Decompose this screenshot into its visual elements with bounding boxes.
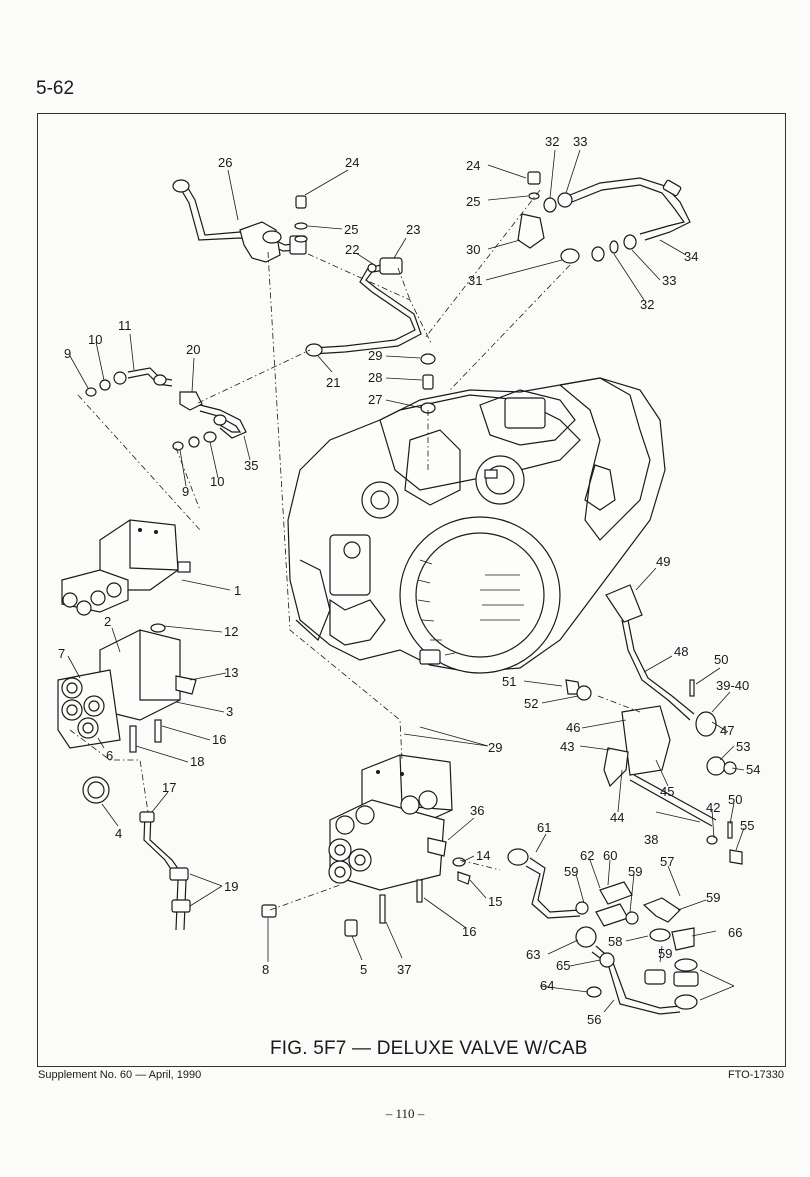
callout-27: 27 (368, 392, 382, 407)
callout-59: 60 (603, 848, 617, 863)
callout-20: 20 (186, 342, 200, 357)
callout-33: 33 (662, 273, 676, 288)
callout-5: 5 (360, 962, 367, 977)
callout-36: 36 (470, 803, 484, 818)
callout-30: 30 (466, 242, 480, 257)
callout-56: 57 (660, 854, 674, 869)
callout-11: 11 (118, 318, 132, 333)
callout-28: 28 (368, 370, 382, 385)
callout-13: 13 (224, 665, 238, 680)
callout-64: 65 (556, 958, 570, 973)
callout-24: 24 (345, 155, 359, 170)
callout-25: 25 (466, 194, 480, 209)
bolt-stack-27-29 (420, 353, 436, 414)
callout-16: 16 (462, 924, 476, 939)
callout-7: 7 (58, 646, 65, 661)
callout-43: 44 (610, 810, 624, 825)
figure-code: FTO-17330 (727, 1069, 784, 1081)
callout-6: 6 (106, 748, 113, 763)
callout-60: 61 (537, 820, 551, 835)
callout-58: 59 (658, 946, 672, 961)
callout-55: 56 (587, 1012, 601, 1027)
callout-63: 64 (540, 978, 554, 993)
page-number: 5-62 (36, 78, 75, 99)
callout-8: 8 (262, 962, 269, 977)
callout-42: 43 (560, 739, 574, 754)
callout-18: 18 (190, 754, 204, 769)
figure-frame (37, 113, 786, 1067)
callout-46: 47 (720, 723, 734, 738)
assembly-centre-lines (69, 189, 641, 911)
callout-33: 33 (573, 134, 587, 149)
callout-58: 59 (706, 890, 720, 905)
callout-53: 54 (746, 762, 760, 777)
callout-54: 55 (740, 818, 754, 833)
callout-61: 62 (580, 848, 594, 863)
callout-4: 4 (115, 826, 122, 841)
callout-58: 59 (628, 864, 642, 879)
hose-19 (139, 811, 191, 931)
callout-24: 24 (466, 158, 480, 173)
callout-21: 21 (326, 375, 340, 390)
figure-caption: FIG. 5F7 — DELUXE VALVE W/CAB (270, 1038, 588, 1059)
callout-50: 51 (502, 674, 516, 689)
callout-65: 66 (728, 925, 742, 940)
fittings-9-11-20-35 (85, 367, 247, 451)
callout-62: 63 (526, 947, 540, 962)
callout-39-40: 39-40 (716, 678, 749, 693)
callout-14: 14 (476, 848, 490, 863)
control-valve-2-3 (57, 623, 197, 804)
callout-49: 50 (714, 652, 728, 667)
hose-assembly-55-66 (507, 848, 699, 1015)
steel-line-21 (305, 257, 422, 357)
callout-19: 19 (224, 879, 238, 894)
callout-44: 45 (660, 784, 674, 799)
callout-37: 37 (397, 962, 411, 977)
callout-12: 12 (224, 624, 238, 639)
callout-34: 34 (684, 249, 698, 264)
callout-15: 15 (488, 894, 502, 909)
folio-number: – 110 – (385, 1106, 425, 1121)
leader-lines (67, 149, 745, 1013)
callout-32: 32 (640, 297, 654, 312)
callout-29: 29 (368, 348, 382, 363)
callout-2: 2 (104, 614, 111, 629)
steel-line-26 (172, 179, 307, 263)
callout-26: 26 (218, 155, 232, 170)
steel-line-34 (517, 171, 691, 264)
callout-1: 1 (234, 583, 241, 598)
callout-52: 53 (736, 739, 750, 754)
supplement-note: Supplement No. 60 — April, 1990 (38, 1069, 202, 1081)
callout-35: 35 (244, 458, 258, 473)
callout-31: 31 (468, 273, 482, 288)
callout-49: 50 (728, 792, 742, 807)
callout-45: 46 (566, 720, 580, 735)
callout-3: 3 (226, 704, 233, 719)
callout-25: 25 (344, 222, 358, 237)
control-valve-36 (261, 754, 471, 937)
control-valve-1 (61, 519, 191, 616)
banjo-bolt-24-25 (294, 195, 308, 243)
control-lever-47 (565, 584, 743, 865)
callout-10: 10 (210, 474, 224, 489)
callout-labels: 26 24 25 23 22 32 33 24 25 30 31 34 33 3… (58, 134, 760, 1027)
callout-47: 48 (674, 644, 688, 659)
callout-10: 10 (88, 332, 102, 347)
callout-41: 42 (706, 800, 720, 815)
engine-housing (287, 377, 666, 674)
callout-17: 17 (162, 780, 176, 795)
callout-58: 59 (564, 864, 578, 879)
callout-38: 38 (644, 832, 658, 847)
callout-29: 29 (488, 740, 502, 755)
callout-32: 32 (545, 134, 559, 149)
callout-9: 9 (182, 484, 189, 499)
callout-51: 52 (524, 696, 538, 711)
callout-57: 58 (608, 934, 622, 949)
callout-48: 49 (656, 554, 670, 569)
callout-23: 23 (406, 222, 420, 237)
callout-22: 22 (345, 242, 359, 257)
callout-16: 16 (212, 732, 226, 747)
callout-9: 9 (64, 346, 71, 361)
